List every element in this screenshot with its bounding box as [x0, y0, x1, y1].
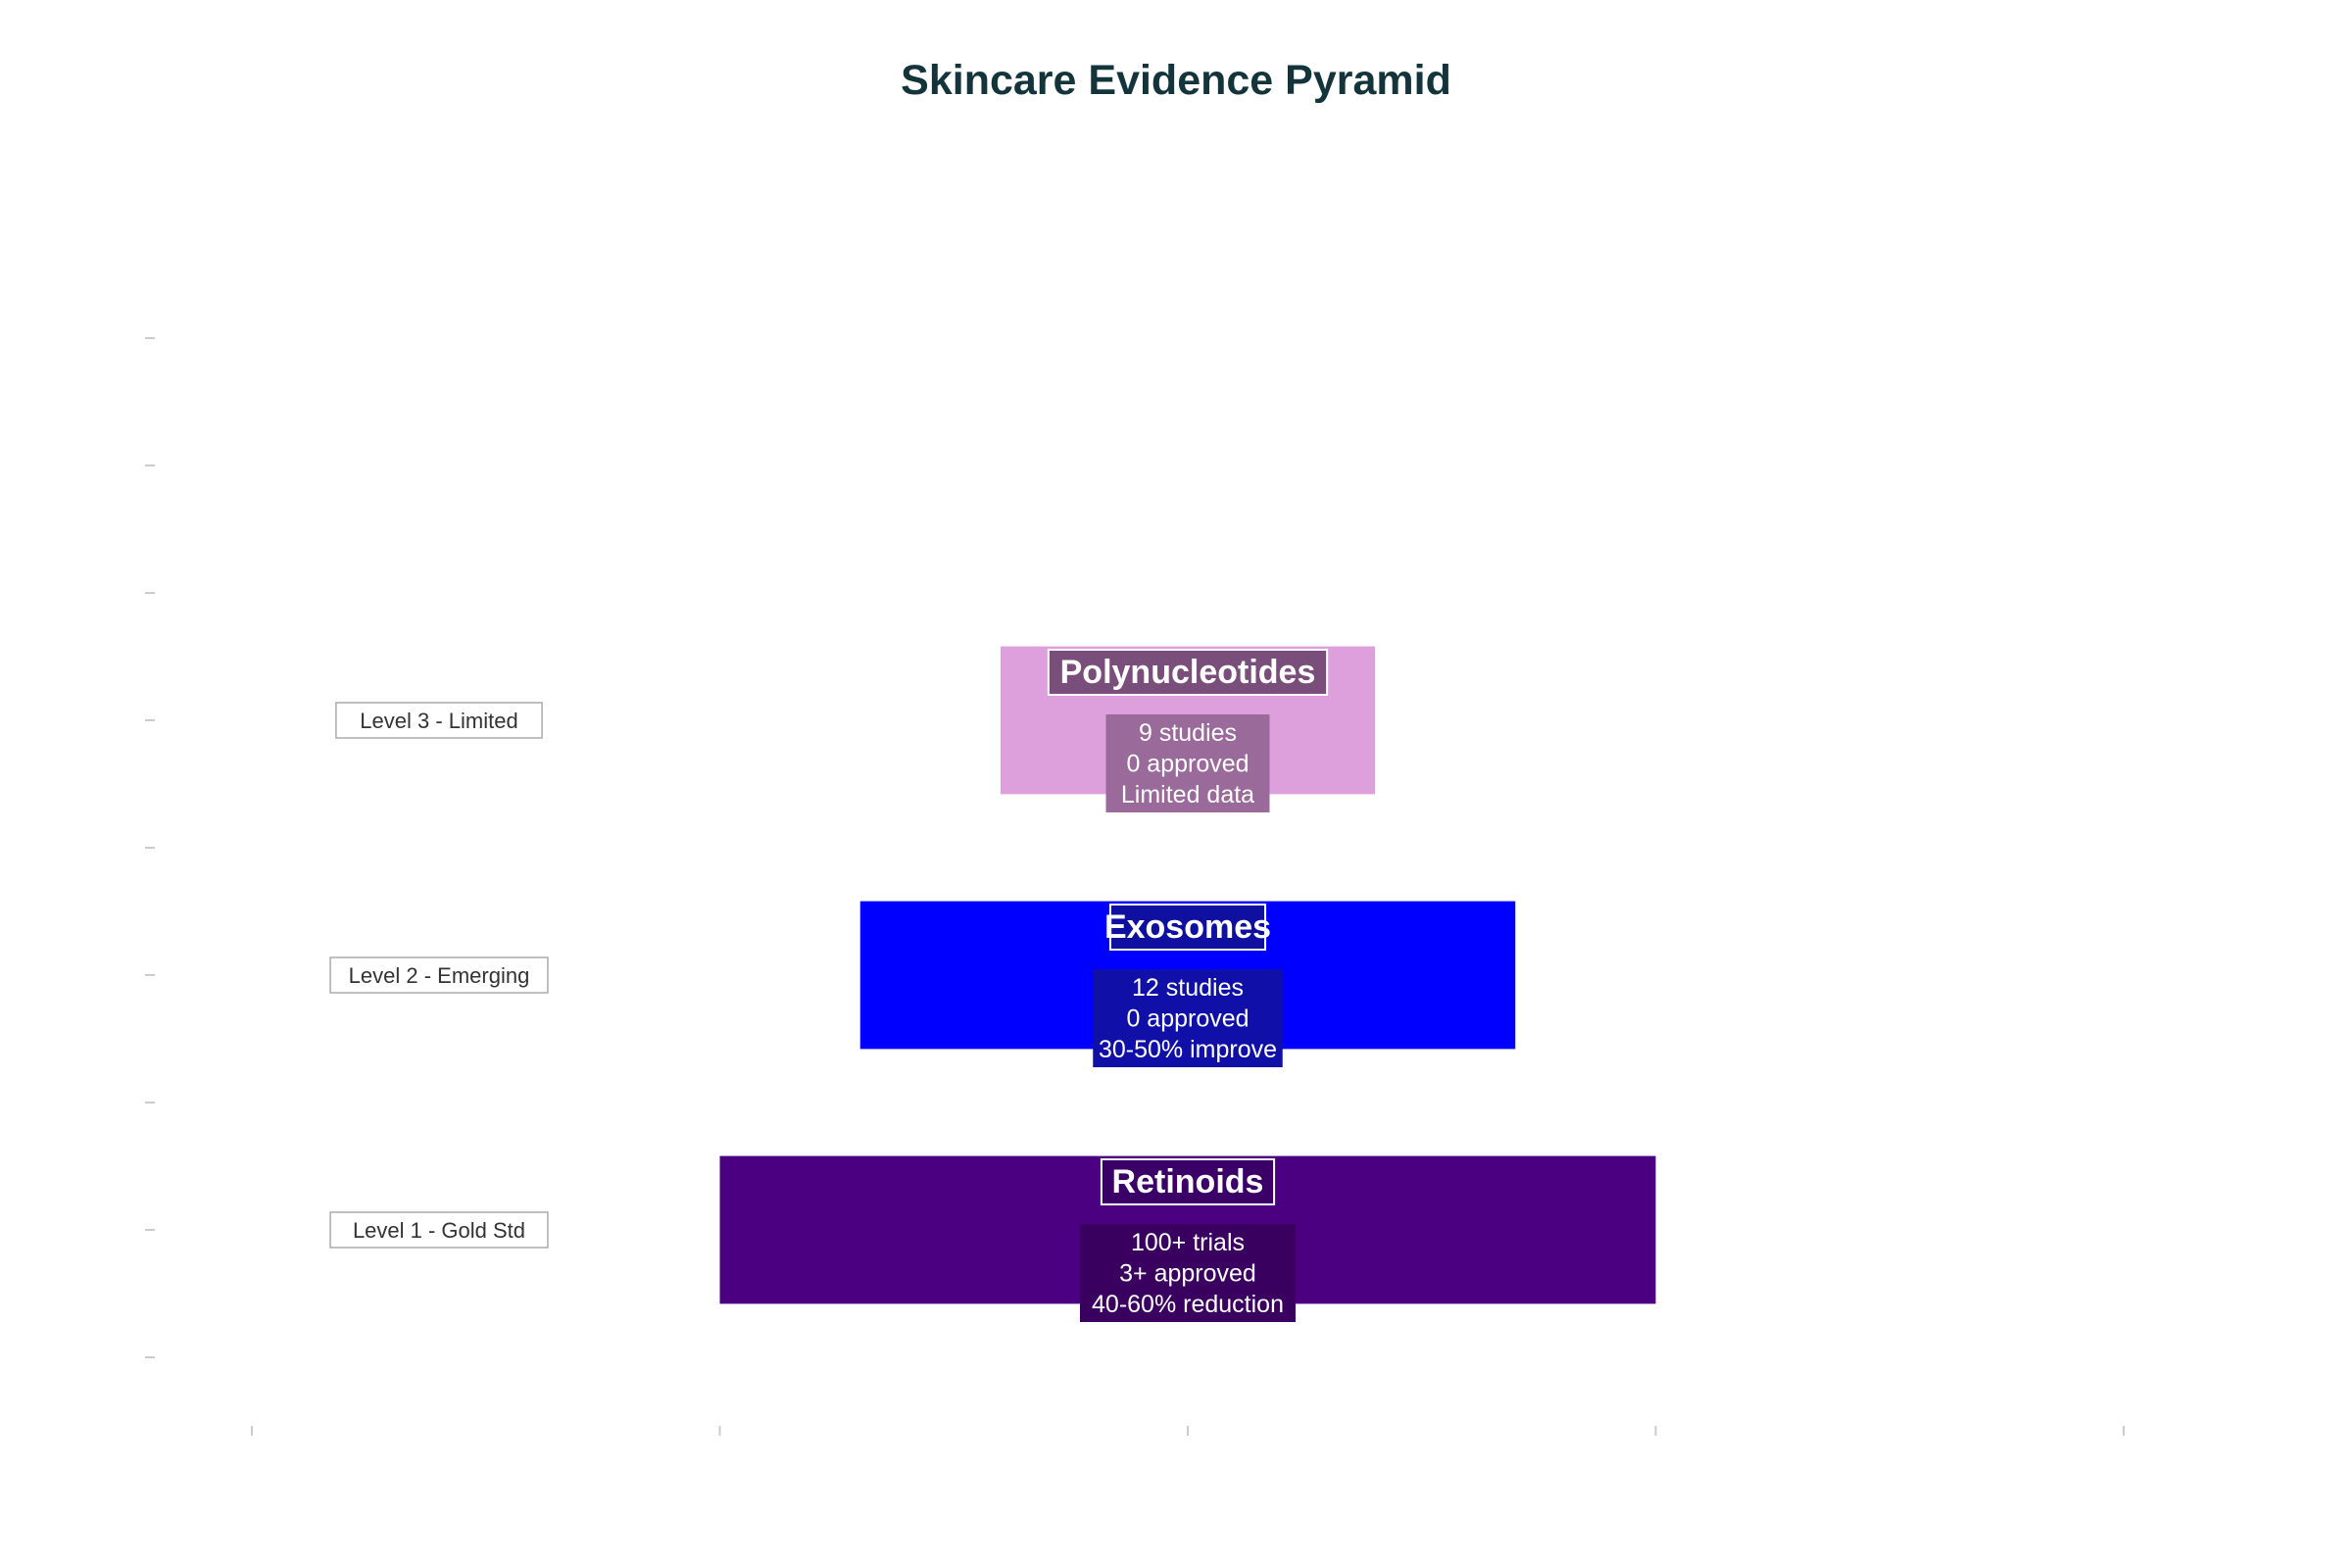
level-label: Level 1 - Gold Std: [353, 1218, 525, 1243]
bar-detail-line: 3+ approved: [1119, 1260, 1256, 1288]
level-label: Level 3 - Limited: [360, 709, 517, 733]
pyramid-bars: Retinoids 100+ trials 3+ approved 40-60% re…: [719, 646, 1656, 1322]
bar-detail-line: 12 studies: [1132, 974, 1244, 1002]
chart-title: Skincare Evidence Pyramid: [901, 57, 1451, 104]
level-label-box: [329, 1211, 549, 1249]
bar-name-box: [1108, 904, 1267, 951]
bar-detail-line: 9 studies: [1139, 719, 1237, 747]
bar-detail-line: 30-50% improve: [1099, 1036, 1277, 1063]
bar-name-box: [1047, 649, 1329, 696]
bar-detail-box: [1080, 1224, 1296, 1322]
level-labels: Level 1 - Gold Std Level 2 - Emerging Leve…: [329, 702, 549, 1249]
bar-detail-line: 40-60% reduction: [1092, 1291, 1284, 1318]
bar-detail-box: [1105, 714, 1270, 812]
bar-detail-line: Limited data: [1121, 781, 1254, 808]
bar-name-label: Polynucleotides: [1060, 654, 1316, 691]
bar-name-label: Exosomes: [1104, 908, 1271, 946]
axis-ticks: [145, 337, 2125, 1436]
bar-detail-line: 0 approved: [1126, 1005, 1249, 1033]
level-label: Level 2 - Emerging: [349, 963, 530, 988]
bar-name-label: Retinoids: [1112, 1163, 1264, 1200]
bar-detail-box: [1093, 969, 1283, 1067]
bar-name-box: [1100, 1158, 1276, 1205]
bar-detail-line: 100+ trials: [1131, 1229, 1245, 1256]
level-label-box: [329, 956, 549, 994]
bar-detail-line: 0 approved: [1126, 751, 1249, 778]
level-label-box: [335, 702, 543, 739]
